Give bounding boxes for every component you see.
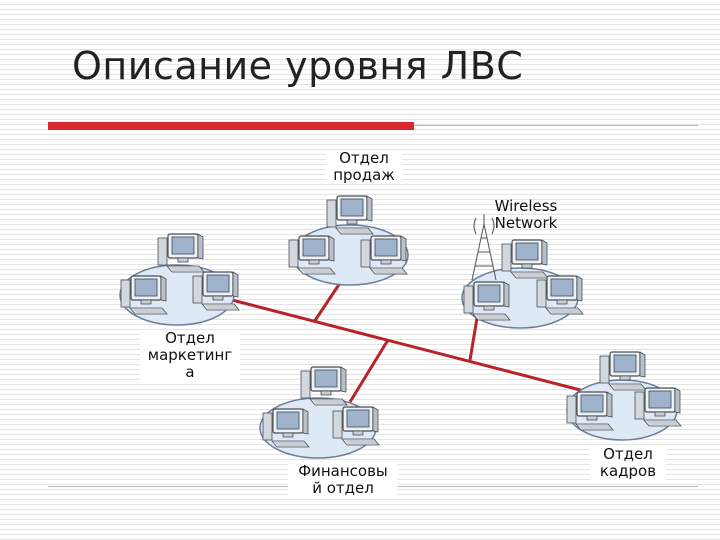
link-sales	[312, 282, 342, 323]
cluster-hr	[566, 351, 682, 441]
label-sales: Отдел продаж	[326, 150, 402, 184]
slide-title: Описание уровня ЛВС	[72, 44, 524, 88]
label-finance: Финансовы й отдел	[288, 463, 398, 497]
title-accent-bar	[48, 122, 414, 130]
backbone-link	[231, 298, 589, 394]
cluster-wireless	[461, 214, 584, 329]
computer-icon	[288, 235, 336, 275]
cluster-sales	[288, 195, 409, 286]
label-wireless: Wireless Network	[494, 197, 558, 232]
label-hr: Отдел кадров	[590, 446, 666, 480]
link-finance	[348, 339, 390, 403]
label-marketing: Отдел маркетинг а	[140, 330, 240, 381]
cluster-marketing	[119, 233, 240, 326]
wireless-antenna-icon	[471, 214, 497, 281]
cluster-finance	[259, 366, 380, 459]
